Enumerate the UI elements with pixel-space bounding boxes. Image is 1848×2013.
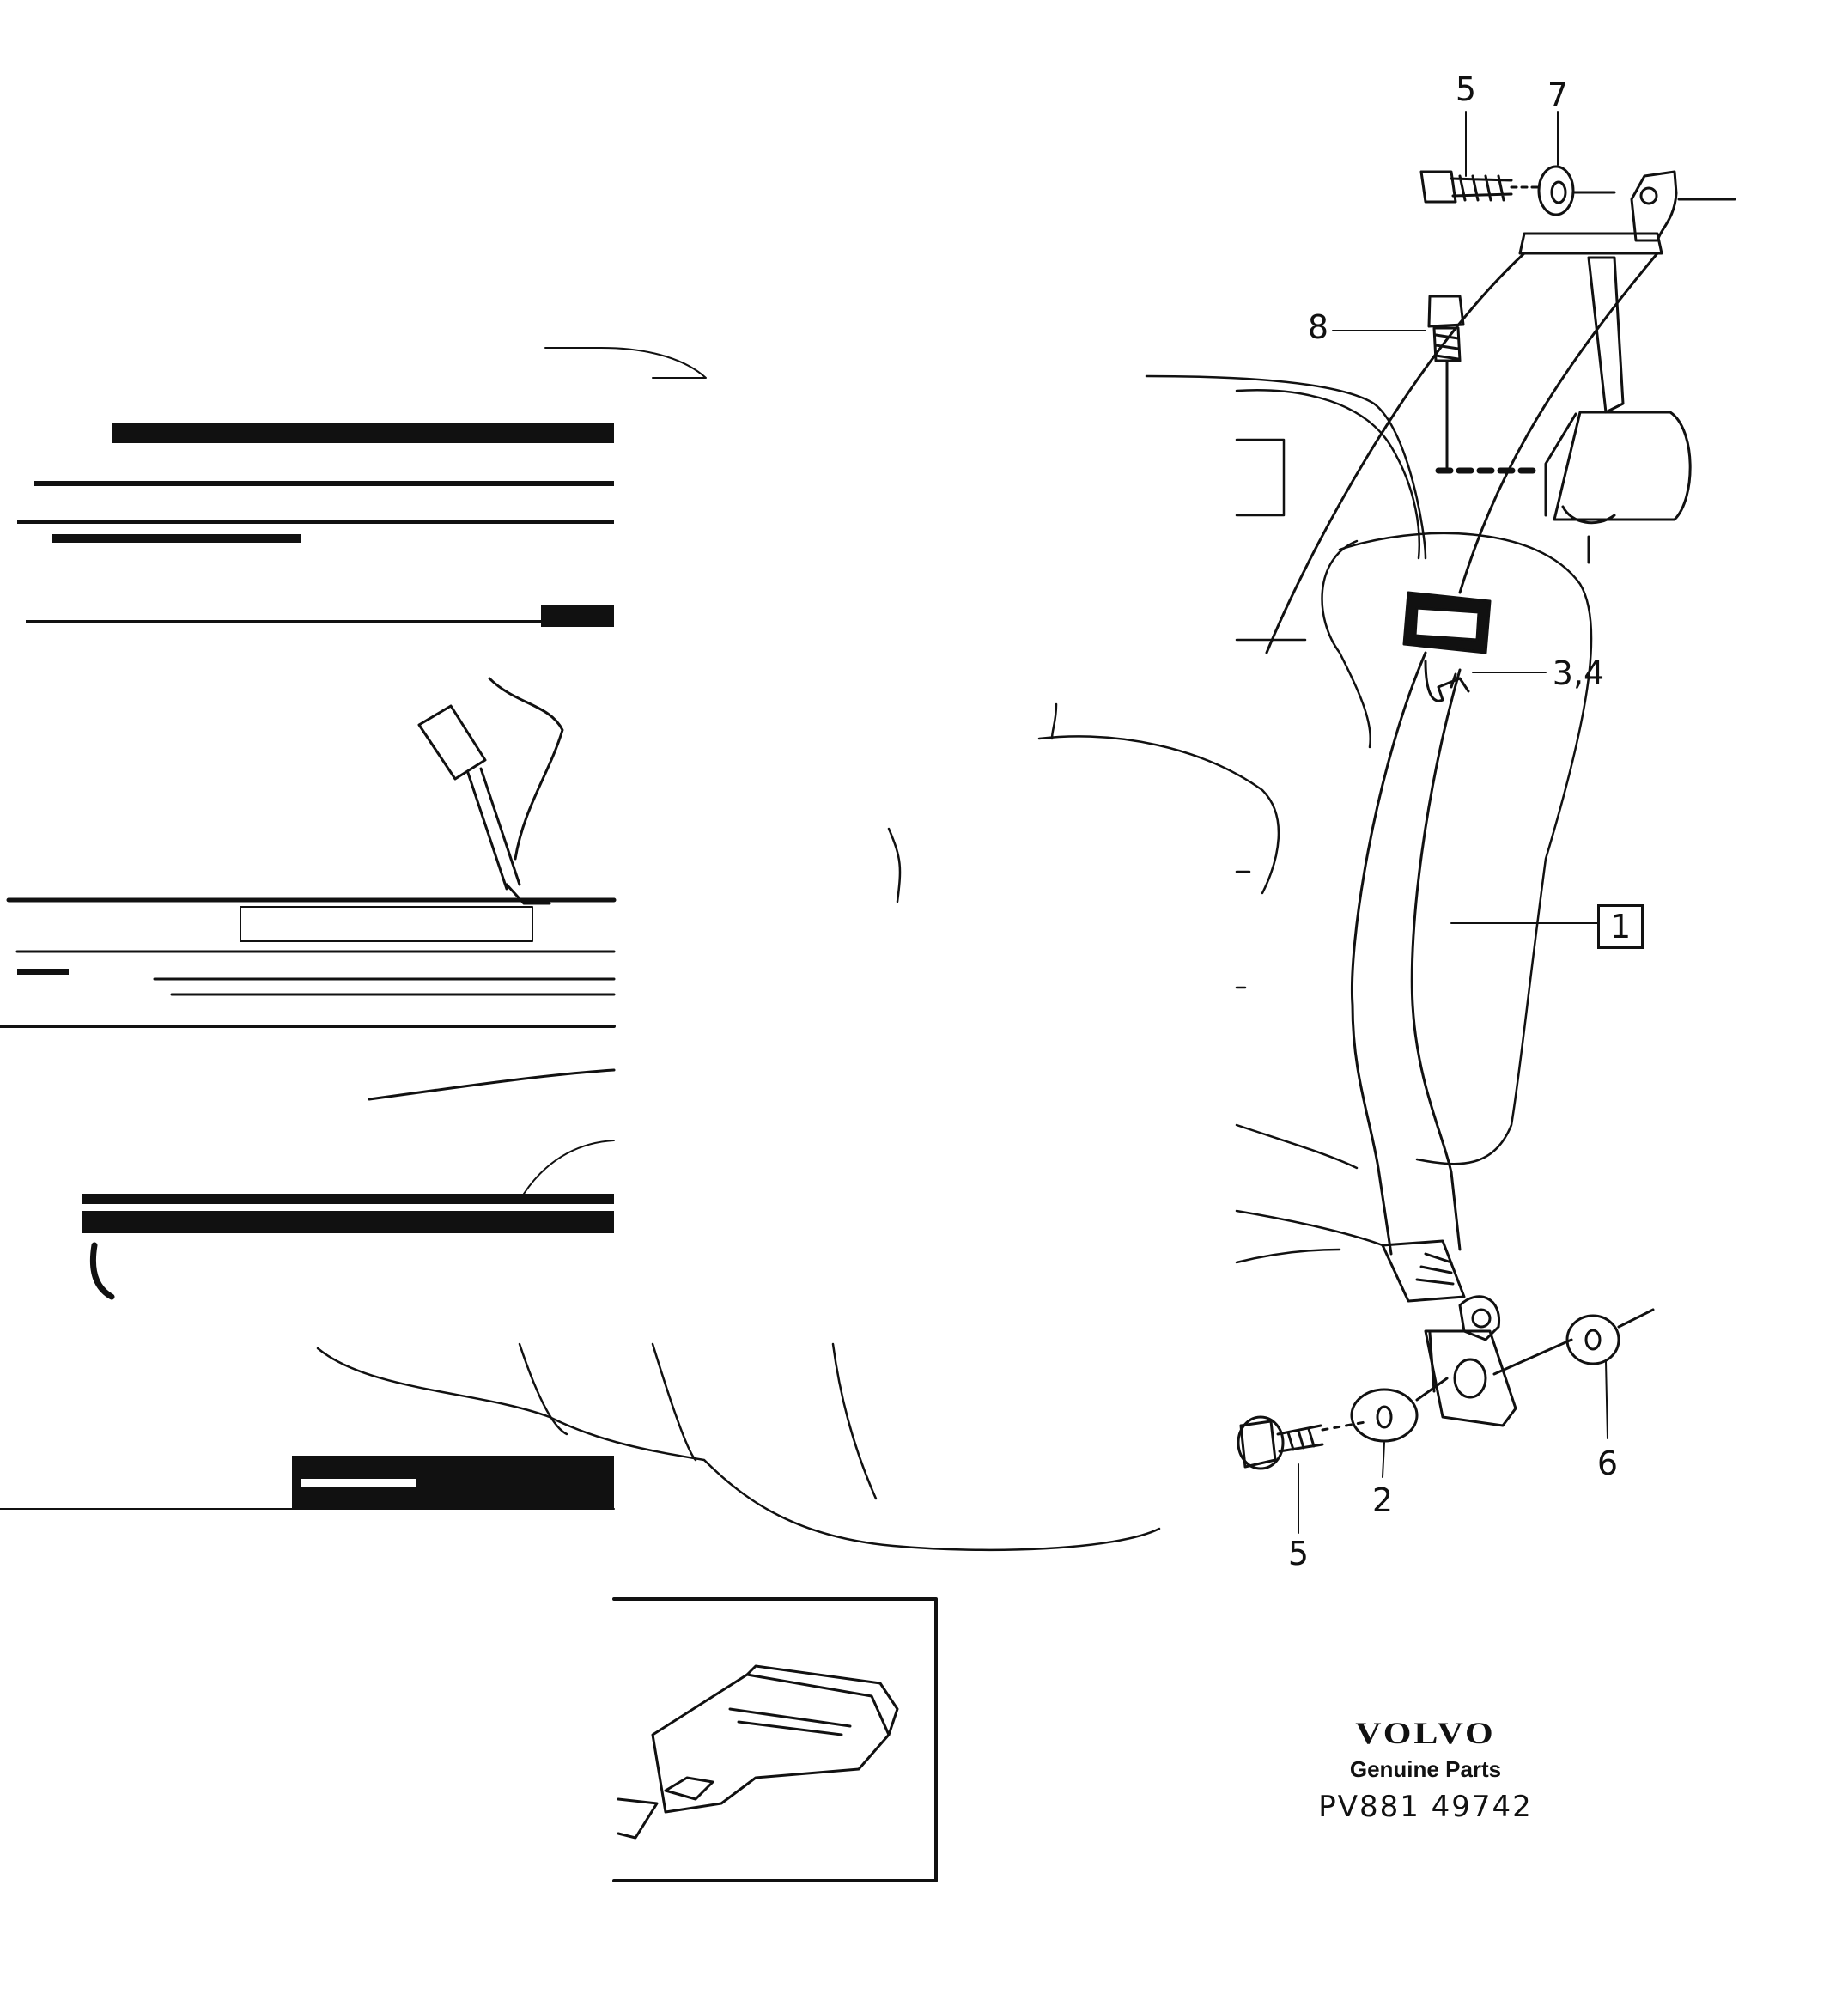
- belt-webbing: [1351, 591, 1517, 1427]
- door-panel-fragments: [0, 347, 707, 1510]
- callout-5-bottom: 5: [1287, 1535, 1310, 1572]
- callout-2: 2: [1371, 1481, 1394, 1519]
- callout-8: 8: [1307, 308, 1329, 346]
- callout-7: 7: [1547, 76, 1569, 114]
- leader-lines: [1298, 111, 1608, 1534]
- buckle-stalk: [417, 677, 564, 905]
- fasteners: [1237, 165, 1736, 1470]
- brand-tagline: Genuine Parts: [1349, 1756, 1502, 1782]
- callout-3-4: 3,4: [1552, 654, 1605, 692]
- callout-5-top: 5: [1455, 70, 1477, 108]
- callout-6: 6: [1596, 1444, 1619, 1482]
- inset-buckle-tongue: [612, 1597, 938, 1882]
- callout-1: 1: [1597, 904, 1644, 949]
- brand-block: VOLVO Genuine Parts PV881 49742: [1314, 1713, 1537, 1824]
- volvo-logo: VOLVO: [1355, 1717, 1496, 1751]
- part-code: PV881 49742: [1318, 1790, 1533, 1824]
- retractor-assembly: [1265, 170, 1692, 654]
- seat-outline: [316, 374, 1593, 1552]
